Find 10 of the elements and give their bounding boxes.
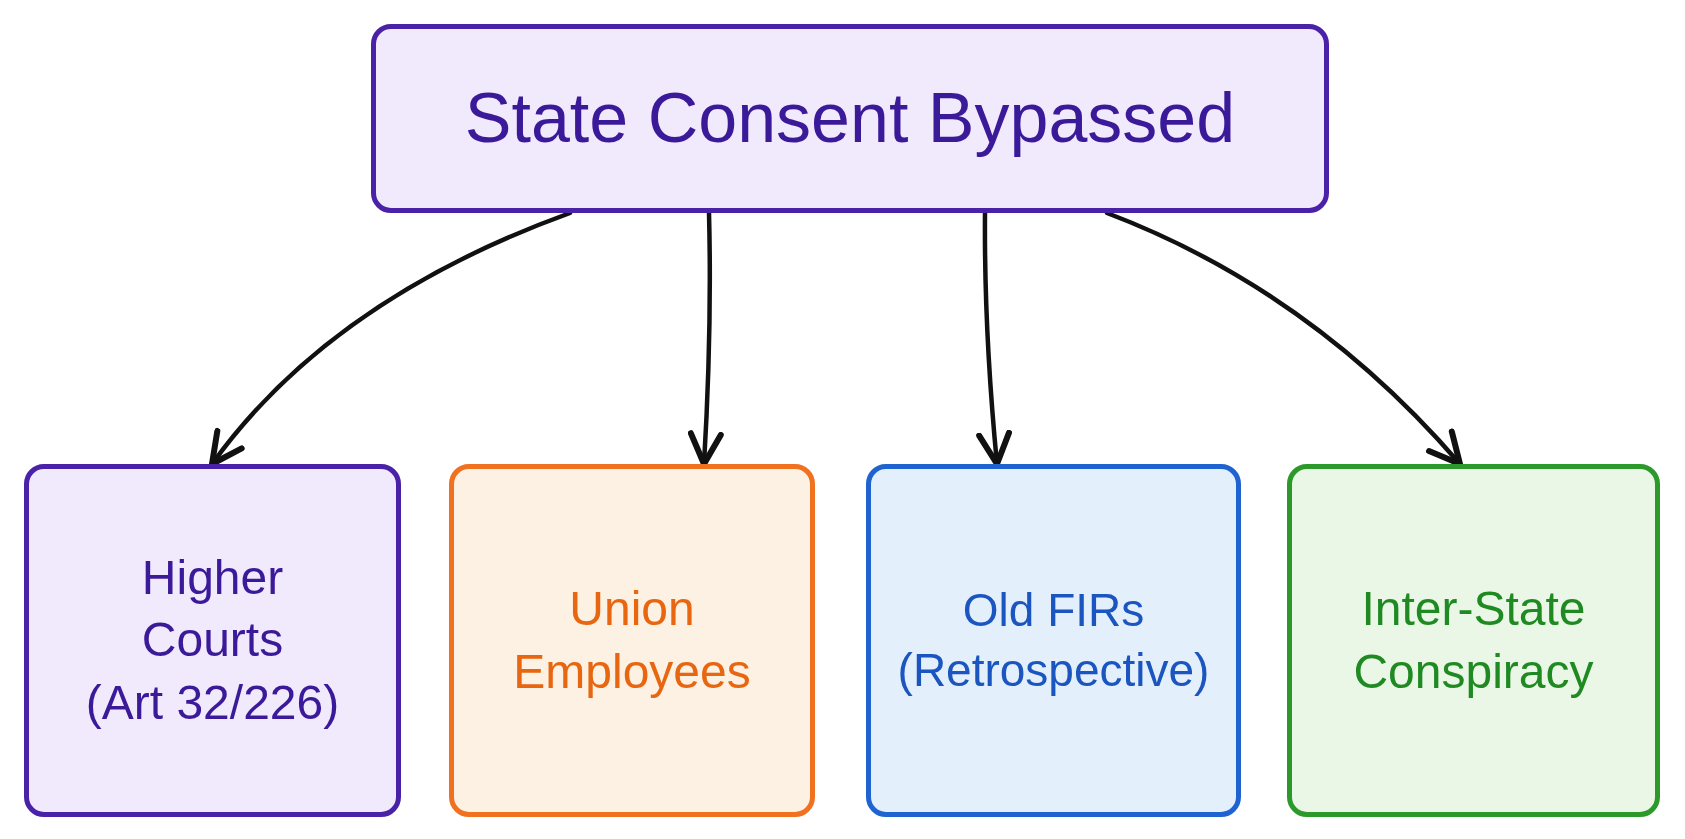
category-box <box>866 464 1241 817</box>
node-label: State Consent Bypassed <box>464 78 1236 159</box>
node-label: Old FIRs (Retrospective) <box>896 582 1211 698</box>
node-label: Union Employees <box>512 581 752 700</box>
heading-box <box>371 24 1329 213</box>
category-box <box>1287 464 1660 817</box>
category-box <box>449 464 815 817</box>
node-label: Inter-State Conspiracy <box>1352 581 1595 700</box>
category-box <box>24 464 401 817</box>
node-label: Higher Courts (Art 32/226) <box>84 549 341 731</box>
